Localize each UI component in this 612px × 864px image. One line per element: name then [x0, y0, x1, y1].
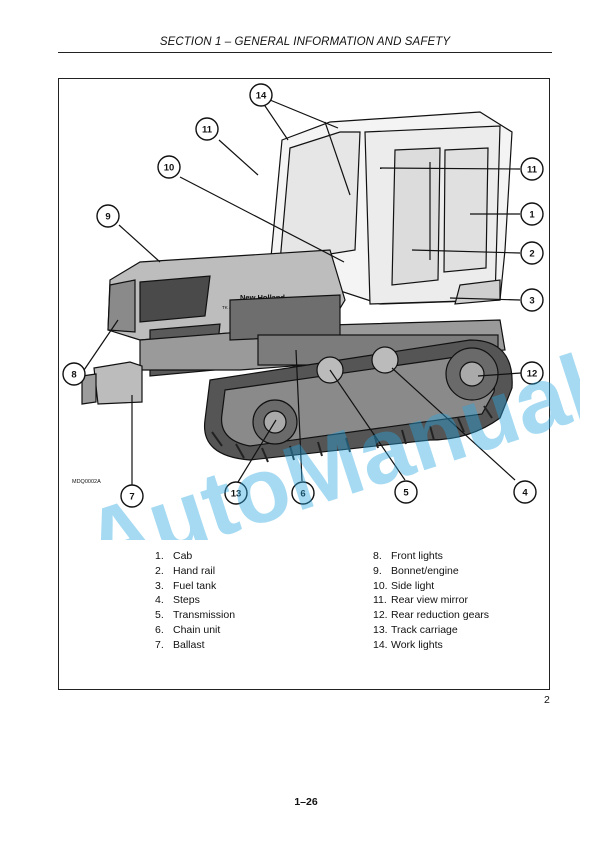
figure-number: 2 [544, 694, 550, 706]
svg-text:9: 9 [105, 212, 110, 223]
legend-item: 11.Rear view mirror [373, 594, 469, 607]
legend-right: 8.Front lights 9.Bonnet/engine 10.Side l… [373, 549, 489, 653]
callout-12: 12 [520, 361, 544, 385]
callout-9: 9 [96, 204, 120, 228]
leader-lines [81, 99, 522, 485]
svg-text:1: 1 [529, 210, 535, 221]
legend-item: 13.Track carriage [373, 623, 458, 636]
legend-item: 14.Work lights [373, 638, 443, 651]
watermark: AutoManual [72, 336, 580, 540]
callout-1: 1 [520, 202, 544, 226]
callout-10: 10 [157, 155, 181, 179]
callout-4: 4 [513, 480, 537, 504]
callout-14: 14 [249, 83, 273, 107]
svg-text:6: 6 [300, 489, 305, 500]
svg-text:14: 14 [256, 91, 267, 102]
legend-item: 10.Side light [373, 579, 435, 592]
svg-text:2: 2 [529, 249, 534, 260]
svg-text:13: 13 [231, 489, 242, 500]
header-rule [58, 52, 552, 53]
svg-text:4: 4 [522, 488, 528, 499]
legend-item: 2.Hand rail [155, 564, 216, 577]
callout-5: 5 [394, 480, 418, 504]
callout-11-right: 11 [520, 157, 544, 181]
svg-text:8: 8 [71, 370, 76, 381]
watermark-text: AutoManual [72, 336, 580, 540]
svg-text:3: 3 [529, 296, 534, 307]
legend-item: 4.Steps [155, 594, 200, 607]
legend-item: 9.Bonnet/engine [373, 564, 459, 577]
svg-text:10: 10 [164, 163, 175, 174]
legend-item: 8.Front lights [373, 550, 443, 562]
svg-text:7: 7 [129, 492, 134, 503]
callout-7: 7 [120, 484, 144, 508]
callout-6: 6 [291, 481, 315, 505]
legend-item: 12.Rear reduction gears [373, 609, 490, 622]
callout-2: 2 [520, 241, 544, 265]
section-header: SECTION 1 – GENERAL INFORMATION AND SAFE… [159, 36, 451, 48]
callout-8: 8 [62, 362, 86, 386]
legend-item: 6.Chain unit [155, 623, 221, 636]
legend-item: 7.Ballast [155, 638, 205, 651]
track-drawing [203, 339, 513, 463]
callout-13: 13 [224, 481, 248, 505]
svg-text:5: 5 [403, 488, 409, 499]
brand-text: New Holland [240, 293, 285, 302]
legend-item: 1.Cab [155, 550, 193, 562]
svg-text:11: 11 [202, 125, 213, 136]
callout-3: 3 [520, 288, 544, 312]
ballast-drawing [81, 361, 143, 405]
svg-text:12: 12 [527, 369, 538, 380]
svg-text:11: 11 [527, 165, 538, 176]
figure-frame [58, 78, 550, 690]
legend-item: 5.Transmission [155, 609, 236, 622]
legend-item: 3.Fuel tank [155, 579, 217, 592]
callout-11-left: 11 [195, 117, 219, 141]
figure-code: MDQ0002A [72, 479, 101, 485]
page-number: 1–26 [294, 796, 318, 808]
legend-left: 1.Cab 2.Hand rail 3.Fuel tank 4.Steps 5.… [155, 549, 235, 653]
